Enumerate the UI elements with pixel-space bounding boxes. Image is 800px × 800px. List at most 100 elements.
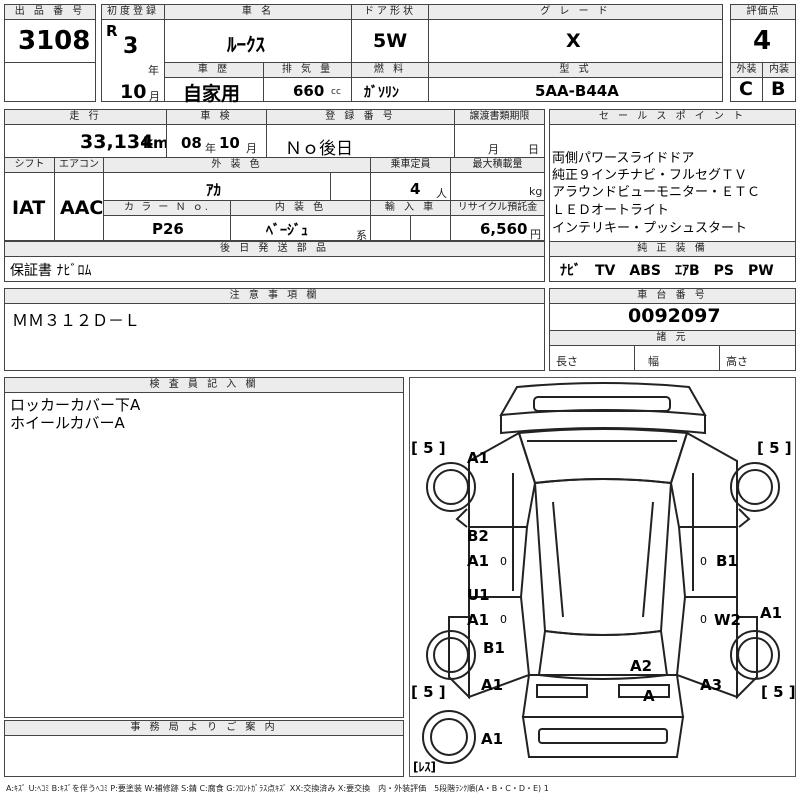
month-unit: 月 (149, 90, 160, 103)
later-parts: 保証書 ﾅﾋﾞﾛﾑ (10, 263, 92, 279)
damage-diagram-box (409, 377, 796, 777)
tire-fr-mark: [ 5 ] (757, 439, 792, 457)
length-cell (549, 345, 635, 371)
vehicle-history: 自家用 (183, 83, 241, 105)
lot-number-blank-cell (4, 62, 96, 102)
recycle-header: リサイクル預託金 (450, 200, 545, 216)
recycle-unit: 円 (530, 228, 541, 241)
capacity: 4 (410, 180, 421, 198)
tire-fl-mark: [ 5 ] (411, 439, 446, 457)
mark-zero-3: 0 (700, 555, 707, 568)
sales-point-4: ＬＥＤオートライト (552, 203, 670, 218)
interior-grade: B (771, 78, 786, 100)
later-parts-cell (4, 256, 545, 282)
exterior-color-blank-cell (330, 172, 371, 201)
grade-header: グ レ ー ド (428, 4, 723, 20)
office-notice-header: 事 務 局 よ り ご 案 内 (4, 720, 404, 736)
damage-rear-right-corner: A3 (700, 676, 722, 694)
displacement-unit: cc (331, 87, 341, 97)
exterior-grade: C (739, 78, 753, 100)
height-label: 高さ (726, 355, 748, 368)
exterior-color: ｱｶ (206, 181, 222, 199)
transfer-day-unit: 日 (528, 143, 539, 156)
mark-zero-4: 0 (700, 613, 707, 626)
caution-box (4, 303, 545, 371)
fuel-type: ｶﾞｿﾘﾝ (364, 85, 399, 101)
chassis-number-header: 車 台 番 号 (549, 288, 796, 304)
damage-left-rear-door-1: U1 (467, 586, 490, 604)
registration-month: 10 (120, 81, 147, 103)
interior-color: ﾍﾞｰｼﾞｭ (266, 223, 308, 239)
tire-rr-mark: [ 5 ] (761, 683, 796, 701)
transfer-deadline-cell (454, 124, 545, 158)
sales-points-box (549, 124, 796, 257)
damage-rear-gate: A2 (630, 657, 652, 675)
exterior-color-header: 外 装 色 (103, 157, 371, 173)
inspector-note-2: ホイールカバーA (10, 414, 125, 432)
model-code: 5AA-B44A (535, 82, 619, 100)
damage-right-rear-door: W2 (714, 611, 741, 629)
history-cell (164, 77, 264, 102)
damage-right-rear-edge: A1 (760, 604, 782, 622)
interior-color-unit: 系 (356, 229, 367, 242)
door-type: 5W (373, 30, 408, 52)
interior-color-cell (230, 215, 371, 241)
sales-point-1: 両側パワースライドドア (552, 151, 695, 166)
import-header: 輸 入 車 (370, 200, 451, 216)
lot-number-cell (4, 19, 96, 63)
exterior-header: 外装 (730, 62, 763, 78)
registration-number-header: 登 録 番 号 (266, 109, 455, 125)
damage-left-front-door-2: A1 (467, 552, 489, 570)
width-cell (634, 345, 720, 371)
damage-rear-bottom: A1 (481, 730, 503, 748)
length-label: 長さ (556, 355, 578, 368)
interior-header: 内装 (762, 62, 796, 78)
max-load-cell (450, 172, 545, 201)
model-code-header: 型 式 (428, 62, 723, 78)
model-code-cell (428, 77, 723, 102)
damage-left-rear-door-2: A1 (467, 611, 489, 629)
lot-number-header: 出 品 番 号 (4, 4, 96, 20)
inspector-header: 検 査 員 記 入 欄 (4, 377, 404, 393)
fuel-header: 燃 料 (351, 62, 429, 78)
inspector-notes-box (4, 392, 404, 718)
spare-tire-mark: [ﾚｽ] (413, 760, 436, 774)
genuine-equipment: ﾅﾋﾞ TV ABS ｴｱB PS PW (560, 263, 774, 279)
damage-right-front-door: B1 (716, 552, 738, 570)
history-header: 車 歴 (164, 62, 264, 78)
first-registration-cell (101, 19, 165, 102)
mileage: 33,134 (80, 131, 154, 153)
interior-color-header: 内 装 色 (230, 200, 371, 216)
chassis-number: 0092097 (628, 305, 721, 327)
later-parts-header: 後 日 発 送 部 品 (4, 241, 545, 257)
dimensions-header: 諸 元 (549, 330, 796, 346)
car-name: ﾙｰｸｽ (227, 34, 266, 56)
aircon-cell (54, 172, 104, 241)
displacement: 660 (293, 82, 325, 100)
aircon-header: エアコン (54, 157, 104, 173)
shift-cell (4, 172, 55, 241)
car-name-header: 車 名 (164, 4, 352, 20)
mileage-header: 走 行 (4, 109, 167, 125)
color-number-header: カ ラ ー Ｎ ｏ. (103, 200, 231, 216)
damage-left-front-door-1: B2 (467, 527, 489, 545)
damage-rear-bumper: A (643, 687, 655, 705)
inspection-year-unit: 年 (205, 142, 216, 155)
sales-point-5: インテリキー・プッシュスタート (552, 221, 748, 236)
sales-point-3: アラウンドビューモニター・ＥＴＣ (552, 185, 761, 200)
damage-left-rear-quarter: A1 (481, 676, 503, 694)
genuine-equipment-cell (549, 256, 796, 282)
caution-header: 注 意 事 項 欄 (4, 288, 545, 304)
displacement-header: 排 気 量 (263, 62, 352, 78)
damage-front-left-fender: A1 (467, 449, 489, 467)
transfer-deadline-header: 譲渡書類期限 (454, 109, 545, 125)
chassis-number-cell (549, 303, 796, 331)
shift-header: シフト (4, 157, 55, 173)
score-cell (730, 19, 796, 63)
inspection-year: 08 (181, 134, 202, 152)
car-diagram: [ 5 ] [ 5 ] [ 5 ] [ 5 ] [ﾚｽ] A1 B2 A1 U1… (411, 382, 796, 774)
inspection-header: 車 検 (166, 109, 267, 125)
registration-number: Ｎｏ後日 (285, 139, 353, 159)
inspection-month-unit: 月 (246, 142, 257, 155)
legend-text: A:ｷｽﾞ U:ﾍｺﾐ B:ｷｽﾞを伴うﾍｺﾐ P:要塗装 W:補修跡 S:錆 … (6, 784, 549, 793)
